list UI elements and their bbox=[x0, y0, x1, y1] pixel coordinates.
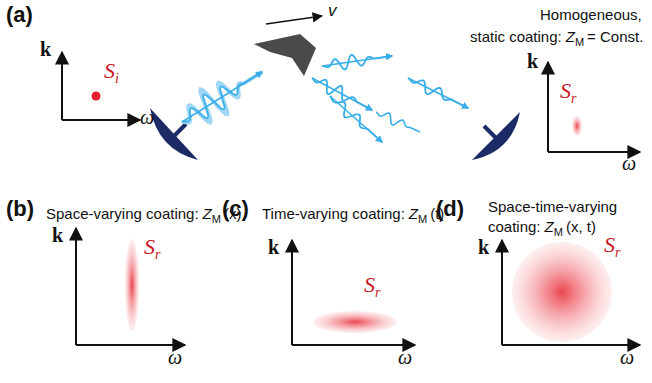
k-axis bbox=[501, 240, 503, 345]
text-label: coating: bbox=[488, 218, 541, 235]
k-axis bbox=[547, 62, 549, 152]
text-label: Z bbox=[545, 218, 554, 235]
label-group: static coating:ZM= Const. bbox=[470, 28, 643, 51]
omega-axis bbox=[62, 119, 140, 121]
panel-label: (b) bbox=[6, 196, 34, 221]
text-label: static coating: bbox=[470, 28, 562, 45]
label-group: (d) bbox=[436, 200, 464, 220]
text-label: = Const. bbox=[587, 28, 643, 45]
label-group: Time-varying coating:ZM(t) bbox=[262, 205, 444, 228]
omega-axis bbox=[292, 344, 415, 346]
velocity-arrow bbox=[266, 16, 322, 24]
axis-label: ω bbox=[398, 346, 412, 368]
label-group: (a) bbox=[6, 6, 33, 26]
panel-label: (a) bbox=[6, 2, 33, 27]
k-axis bbox=[61, 52, 63, 120]
reflected-spectrum bbox=[512, 242, 612, 342]
label-group: k bbox=[478, 238, 489, 258]
text-label: S bbox=[604, 232, 615, 257]
reflected-spectrum bbox=[125, 239, 139, 331]
axis-label: k bbox=[527, 50, 538, 72]
text-label: i bbox=[115, 71, 119, 86]
moving-target bbox=[254, 34, 316, 76]
text-label: Z bbox=[566, 28, 575, 45]
label-group: ω bbox=[140, 108, 154, 128]
text-label: Homogeneous, bbox=[540, 6, 642, 23]
label-group: Sr bbox=[364, 276, 380, 302]
text-label: (x, t) bbox=[566, 218, 596, 235]
text-label: M bbox=[418, 213, 427, 225]
label-group: Sr bbox=[604, 236, 620, 262]
text-label: S bbox=[560, 78, 571, 103]
text-label: S bbox=[144, 234, 155, 259]
label-group: k bbox=[527, 52, 538, 72]
label-group: coating:ZM(x, t) bbox=[488, 218, 596, 241]
k-axis bbox=[291, 240, 293, 345]
text-label: r bbox=[155, 247, 160, 262]
text-label: Z bbox=[203, 205, 212, 222]
incident-spectrum-dot bbox=[92, 92, 101, 101]
label-group: Homogeneous, bbox=[540, 6, 642, 24]
reflected-spectrum bbox=[572, 116, 582, 136]
label-group: ω bbox=[622, 154, 636, 174]
label-group: ω bbox=[398, 348, 412, 368]
axis-label: k bbox=[478, 236, 489, 258]
label-group: Si bbox=[104, 62, 119, 88]
text-label: r bbox=[615, 245, 620, 260]
axis-label: ω bbox=[168, 346, 182, 368]
text-label: M bbox=[212, 213, 221, 225]
axis-label: k bbox=[268, 236, 279, 258]
receive-antenna bbox=[472, 112, 520, 160]
text-label: v bbox=[328, 1, 337, 20]
omega-axis bbox=[502, 344, 640, 346]
k-axis bbox=[75, 228, 77, 345]
label-group: ω bbox=[168, 348, 182, 368]
label-group: ω bbox=[620, 348, 634, 368]
text-label: r bbox=[571, 91, 576, 106]
waves bbox=[182, 55, 468, 142]
label-group: Sr bbox=[144, 238, 160, 264]
panel-label: (c) bbox=[222, 196, 249, 221]
label-group: k bbox=[52, 226, 63, 246]
omega-axis bbox=[76, 344, 185, 346]
label-group: (b) bbox=[6, 200, 34, 220]
text-label: Space-varying coating: bbox=[46, 205, 199, 222]
reflected-spectrum bbox=[313, 311, 397, 333]
axis-label: k bbox=[40, 38, 51, 60]
panel-label: (d) bbox=[436, 196, 464, 221]
axis-label: ω bbox=[140, 106, 154, 128]
label-group: Sr bbox=[560, 82, 576, 108]
label-group: Space-time-varying bbox=[488, 198, 617, 216]
text-label: M bbox=[575, 36, 584, 48]
axis-label: ω bbox=[620, 346, 634, 368]
axis-label: ω bbox=[622, 152, 636, 174]
text-label: S bbox=[104, 58, 115, 83]
label-group: v bbox=[328, 2, 337, 20]
text-label: Z bbox=[409, 205, 418, 222]
text-label: Time-varying coating: bbox=[262, 205, 405, 222]
label-group: (c) bbox=[222, 200, 249, 220]
axis-label: k bbox=[52, 224, 63, 246]
text-label: r bbox=[375, 285, 380, 300]
text-label: S bbox=[364, 272, 375, 297]
label-group: k bbox=[268, 238, 279, 258]
label-group: Space-varying coating:ZM(x) bbox=[46, 205, 241, 228]
text-label: Space-time-varying bbox=[488, 198, 617, 215]
text-label: M bbox=[554, 226, 563, 238]
label-group: k bbox=[40, 40, 51, 60]
